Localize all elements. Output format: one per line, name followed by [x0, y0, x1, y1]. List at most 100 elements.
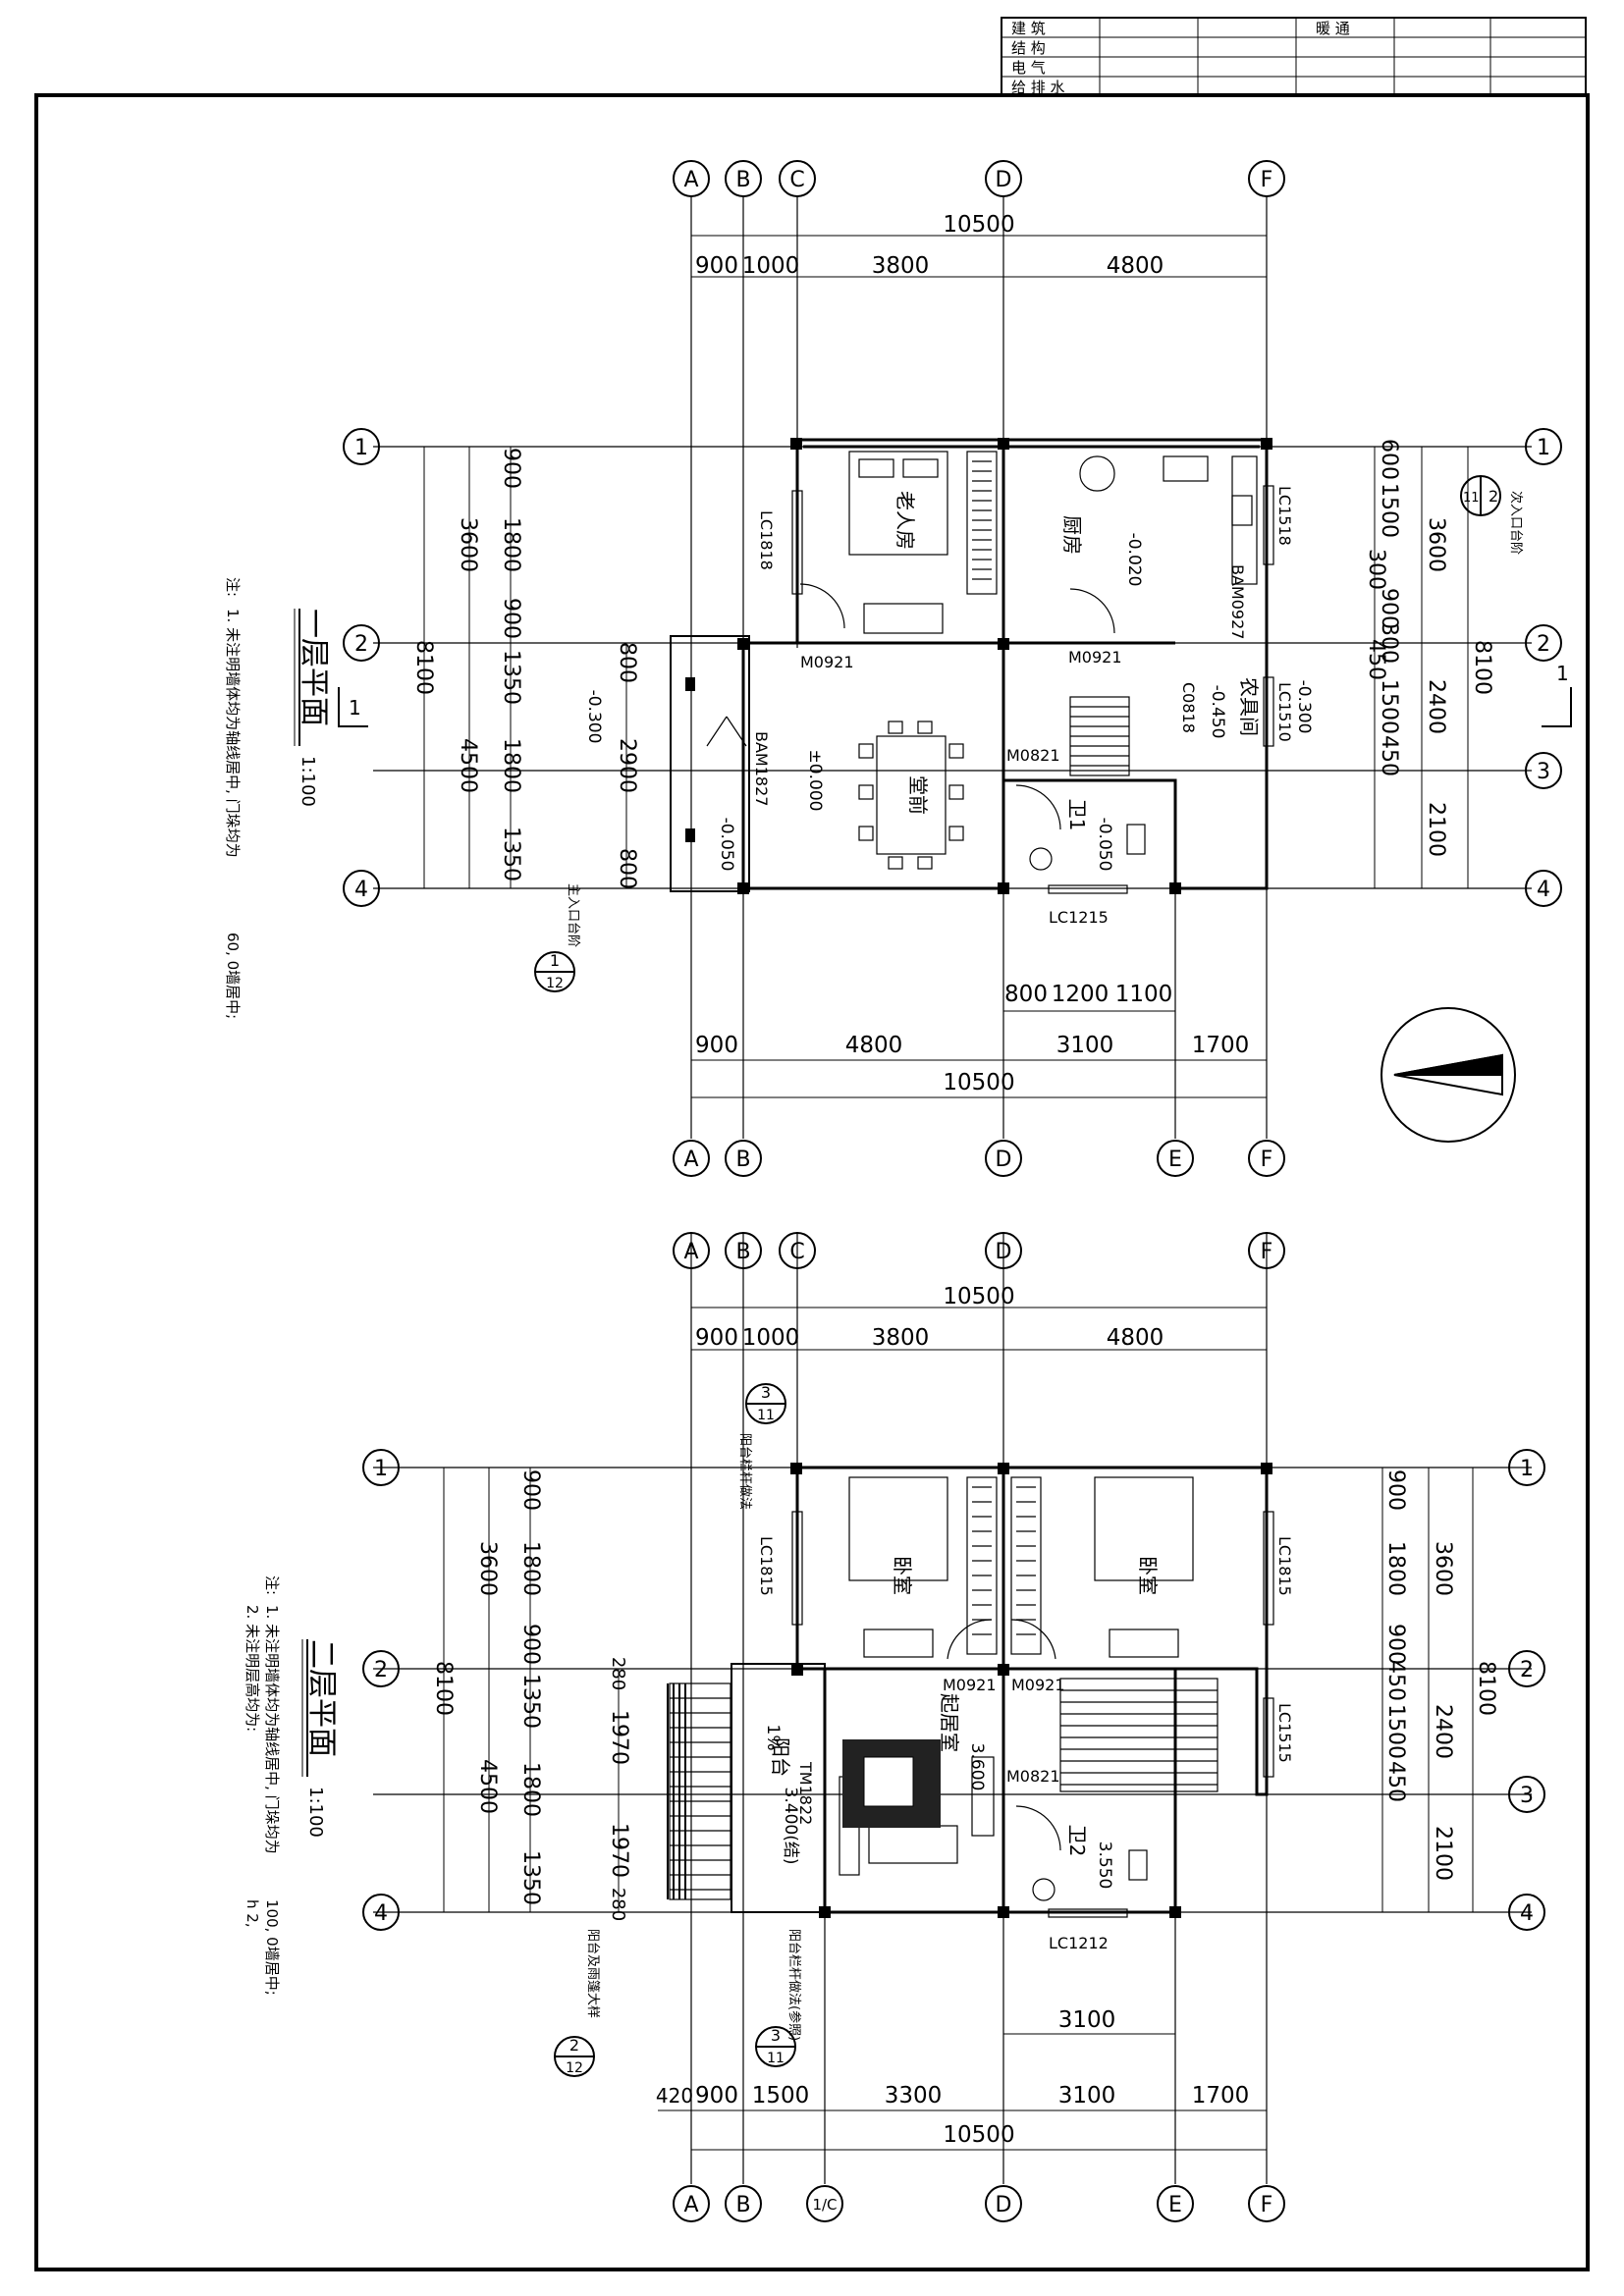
f2-grid-top-a: A [683, 1240, 698, 1264]
f2-right-inner-4: 450 [1383, 1660, 1408, 1701]
f2-door-m0921-a: M0921 [943, 1676, 997, 1694]
f1-grid-top-a: A [683, 168, 698, 192]
f1-section-mark-left: 1 [349, 696, 361, 720]
f1-top-dim-3: 3800 [872, 253, 930, 279]
title-discipline-3: 电 气 [1011, 59, 1046, 77]
f1-right-inner-2: 1500 [1377, 483, 1401, 538]
f2-window-lc1212: LC1212 [1049, 1934, 1109, 1952]
f2-right-inner-6: 450 [1383, 1761, 1408, 1802]
f2-left-inner-4: 1350 [518, 1674, 543, 1729]
f2-note-3: 2. 未注明层高均为: [244, 1605, 261, 1732]
f1-grid-row-2-left: 2 [354, 632, 368, 657]
f1-left-total: 8100 [411, 640, 436, 695]
f2-elev-balcony: 3.400(结) [781, 1788, 800, 1865]
f2-detail-2-sheet: 11 [767, 2051, 785, 2066]
f1-grid-row-3-right: 3 [1537, 760, 1550, 784]
f2-left-inner-5: 1800 [518, 1762, 543, 1817]
f2-bottom-dim-4: 3300 [885, 2083, 943, 2109]
f2-right-inner-1: 900 [1383, 1469, 1408, 1511]
f2-grid-top-c: C [789, 1240, 804, 1264]
f1-grid-bot-d: D [996, 1148, 1012, 1172]
f2-door-m0921-b: M0921 [1011, 1676, 1065, 1694]
f1-left-inner-4: 1350 [499, 650, 523, 705]
f2-left-outer-2: 4500 [475, 1759, 500, 1814]
f1-elev-hall: ±0.000 [805, 750, 825, 812]
f1-bottom-dim-3: 3100 [1056, 1033, 1114, 1058]
f1-left-inner-5: 1800 [499, 738, 523, 793]
f2-plan-scale: 1:100 [305, 1787, 326, 1838]
f1-detail-1-sheet: 12 [546, 976, 564, 991]
f1-right-outer-2: 2400 [1424, 679, 1448, 734]
f2-right-inner-5: 1500 [1383, 1704, 1408, 1759]
f1-grid-top-c: C [789, 168, 804, 192]
f1-door-m0921-a: M0921 [800, 653, 854, 671]
f1-grid-bot-e: E [1168, 1148, 1182, 1172]
f2-window-lc1815-b: LC1815 [1275, 1536, 1294, 1596]
f1-detail-1-num: 1 [550, 951, 560, 970]
f1-grid-bot-a: A [683, 1148, 698, 1172]
f1-window-lc1518: LC1518 [1275, 486, 1294, 546]
f1-door-bam1827: BAM1827 [752, 731, 771, 806]
title-block: 建 筑 结 构 电 气 给 排 水 暖 通 [1001, 17, 1587, 97]
f2-room-bedroom-a: 卧室 [891, 1556, 914, 1595]
f1-window-lc1510: LC1510 [1275, 682, 1294, 742]
f1-elev-kitchen: -0.020 [1124, 533, 1144, 587]
f1-right-inner-4: 900 [1377, 588, 1401, 629]
f1-bottom-dim-1: 900 [695, 1033, 738, 1058]
f2-left-front-2: 1970 [607, 1710, 631, 1765]
f2-right-inner-3: 900 [1383, 1624, 1408, 1665]
f2-top-dim-2: 1000 [742, 1325, 800, 1351]
f2-detail-1-num: 3 [761, 1383, 771, 1402]
floor1-plan: A B C D F A B D E F 1 2 4 1 2 3 4 [224, 160, 1572, 1177]
f1-right-outer-3: 2100 [1424, 802, 1448, 857]
f1-grid-row-2-right: 2 [1537, 632, 1550, 657]
f1-elev-storage: -0.450 [1208, 685, 1227, 739]
f1-detail-2-num: 2 [1489, 487, 1498, 506]
f1-window-lc1215: LC1215 [1049, 908, 1109, 927]
f1-window-lc1818: LC1818 [757, 510, 776, 570]
f1-grid-top-b: B [735, 168, 750, 192]
f1-grid-row-1-left: 1 [354, 436, 368, 460]
f2-room-living: 起居室 [938, 1693, 961, 1752]
f1-note-2: 60, 0墙居中; [224, 933, 242, 1019]
f2-bottom-dim-6: 1700 [1192, 2083, 1250, 2109]
f2-left-front-1: 280 [608, 1657, 628, 1690]
f2-grid-bot-a: A [683, 2193, 698, 2217]
f1-room-storage: 农具间 [1237, 677, 1261, 736]
f2-elev-living: 3.600 [967, 1743, 987, 1791]
f2-detail-1-sheet: 11 [757, 1408, 775, 1423]
f2-detail-3-sheet: 12 [566, 2060, 583, 2076]
f1-left-outer-1: 3600 [456, 517, 480, 572]
f2-right-total: 8100 [1474, 1661, 1498, 1716]
f1-left-inner-6: 1350 [499, 827, 523, 881]
f2-grid-row-2-left: 2 [374, 1658, 388, 1682]
f1-left-inner-1: 900 [499, 448, 523, 489]
floor2-plan: A B C D F A B 1/C D E F 1 2 4 1 2 3 4 [244, 1232, 1545, 2222]
f2-door-m0821: M0821 [1006, 1767, 1060, 1786]
f1-left-inner-2: 1800 [499, 517, 523, 572]
f2-room-bedroom-b: 卧室 [1136, 1556, 1160, 1595]
f2-grid-bot-b: B [735, 2193, 750, 2217]
f1-door-m0821: M0821 [1006, 746, 1060, 765]
f2-grid-top-b: B [735, 1240, 750, 1264]
f2-right-outer-2: 2400 [1431, 1704, 1455, 1759]
f1-grid-bot-f: F [1261, 1148, 1273, 1172]
f1-grid-row-4-right: 4 [1537, 878, 1550, 902]
f2-elev-wc: 3.550 [1095, 1842, 1114, 1890]
f2-bottom-sub-dim-1: 3100 [1058, 2007, 1116, 2033]
f1-bottom-dim-2: 4800 [845, 1033, 903, 1058]
f2-grid-row-1-right: 1 [1520, 1457, 1534, 1481]
f1-left-inner-3: 900 [499, 598, 523, 639]
f1-note-1: 1. 未注明墙体均为轴线居中, 门垛均为 [224, 609, 242, 858]
f1-left-front-1: 800 [615, 642, 639, 683]
f2-grid-bot-1c: 1/C [812, 2196, 837, 2214]
f1-right-inner-8: 450 [1377, 735, 1401, 776]
f1-left-front-2: 2900 [615, 738, 639, 793]
f2-top-dim-4: 4800 [1107, 1325, 1164, 1351]
f2-note-label: 注: [263, 1575, 281, 1595]
f2-total-width-bottom: 10500 [943, 2122, 1014, 2148]
f1-grid-top-f: F [1261, 168, 1273, 192]
f2-grid-bot-d: D [996, 2193, 1012, 2217]
f1-total-width-bottom: 10500 [943, 1070, 1014, 1095]
